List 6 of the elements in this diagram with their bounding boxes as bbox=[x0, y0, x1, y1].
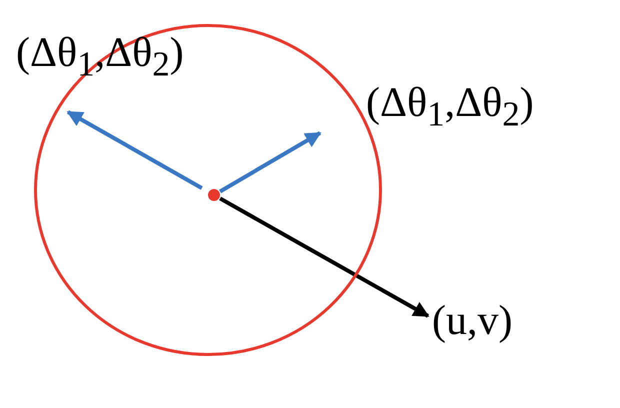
center-dot bbox=[208, 189, 220, 201]
arrow bbox=[66, 110, 203, 190]
arrow bbox=[219, 131, 322, 194]
coordinate-label: (u,v) bbox=[432, 300, 552, 352]
arrow bbox=[219, 196, 430, 318]
coordinate-label: (Δθ$_{1}$,Δθ$_{2}$) bbox=[366, 82, 602, 130]
